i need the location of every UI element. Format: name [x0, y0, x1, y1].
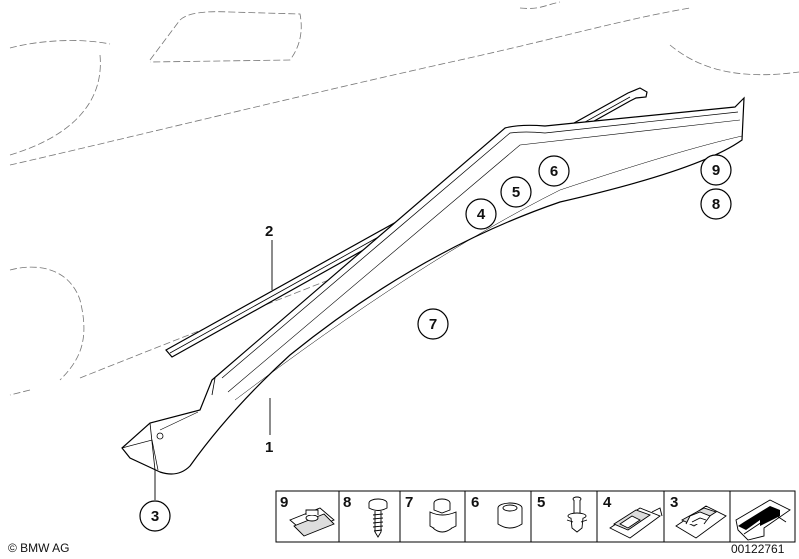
grommet-icon	[429, 498, 457, 533]
clip-nut-icon	[289, 507, 335, 537]
plug-icon	[497, 502, 523, 529]
screw-icon	[368, 498, 388, 538]
strip-num-3: 3	[670, 494, 678, 511]
copyright-text: © BMW AG	[8, 541, 70, 555]
callout-9: 9	[712, 162, 720, 179]
callout-9-group: 9	[700, 154, 732, 186]
parts-strip: 9 8 7 6 5	[275, 490, 796, 543]
rivet-icon	[566, 496, 588, 533]
leader-lines	[154, 240, 273, 500]
strip-num-5: 5	[537, 494, 545, 511]
callout-5-group: 5	[500, 176, 532, 208]
callout-8: 8	[712, 196, 720, 213]
side-sill-part	[121, 96, 745, 475]
arrow-icon	[735, 499, 791, 541]
callout-3-group: 3	[139, 500, 171, 532]
strip-num-4: 4	[603, 494, 612, 511]
diagram-number: 00122761	[731, 542, 785, 556]
callout-5: 5	[512, 184, 520, 201]
strip-num-9: 9	[280, 494, 288, 511]
callout-1: 1	[265, 439, 273, 456]
clip-icon	[609, 507, 663, 539]
callout-2: 2	[265, 223, 273, 240]
strip-num-8: 8	[343, 494, 351, 511]
callout-3: 3	[151, 508, 159, 525]
strip-num-6: 6	[471, 494, 479, 511]
car-body-outline	[9, 1, 799, 396]
callout-6: 6	[550, 163, 558, 180]
callout-4-group: 4	[465, 198, 497, 230]
callout-7: 7	[429, 316, 437, 333]
strip-num-7: 7	[405, 494, 413, 511]
callout-6-group: 6	[538, 155, 570, 187]
callout-7-group: 7	[417, 308, 449, 340]
callout-4: 4	[477, 206, 486, 223]
callout-8-group: 8	[700, 188, 732, 220]
holder-icon	[675, 505, 727, 539]
